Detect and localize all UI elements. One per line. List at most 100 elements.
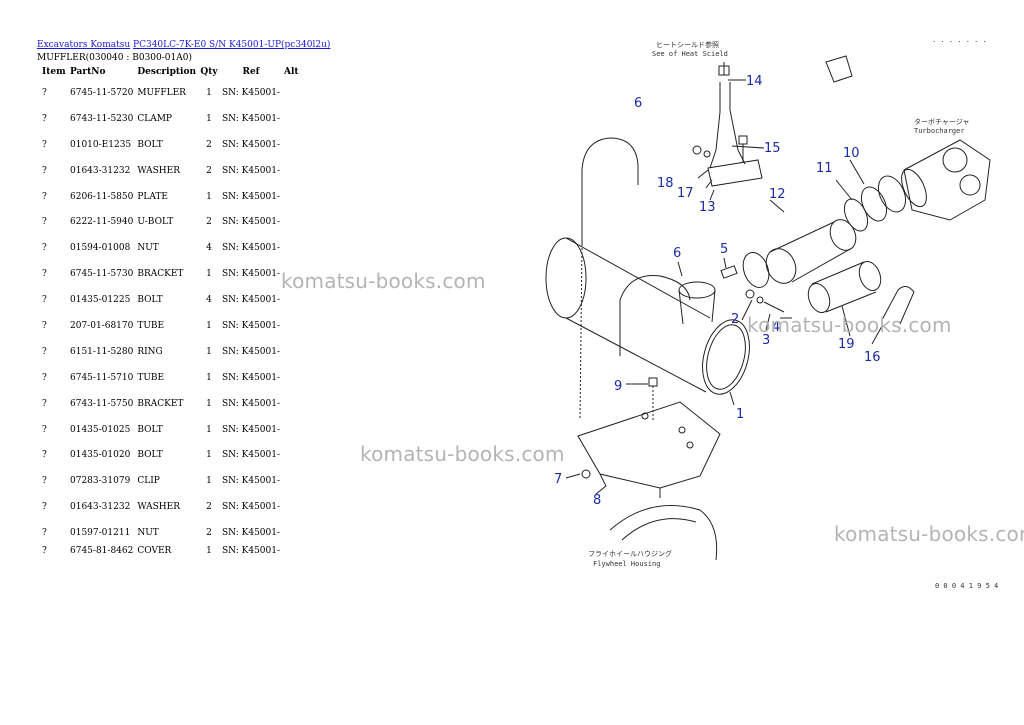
row-ref: SN: K45001- bbox=[222, 217, 281, 228]
row-description: COVER bbox=[137, 546, 172, 557]
row-ref: SN: K45001- bbox=[222, 450, 281, 461]
row-description: BOLT bbox=[137, 424, 163, 435]
direction-arrow-icon bbox=[825, 55, 853, 83]
row-ref: SN: K45001- bbox=[222, 424, 281, 435]
row-qty: 1 bbox=[206, 546, 212, 557]
row-ref: SN: K45001- bbox=[222, 113, 281, 124]
row-item: ? bbox=[42, 87, 47, 98]
row-qty: 2 bbox=[206, 217, 212, 228]
turbocharger bbox=[903, 139, 991, 221]
row-ref: SN: K45001- bbox=[222, 139, 281, 150]
row-description: BRACKET bbox=[137, 398, 184, 409]
row-description: U-BOLT bbox=[137, 217, 174, 228]
row-item: ? bbox=[42, 217, 47, 228]
row-alt bbox=[282, 106, 301, 132]
clamp-2 bbox=[742, 252, 770, 288]
row-qty: 1 bbox=[206, 346, 212, 357]
row-partno: 6222-11-5940 bbox=[70, 217, 134, 228]
row-description: BOLT bbox=[137, 139, 163, 150]
row-description: CLAMP bbox=[137, 113, 172, 124]
row-ref: SN: K45001- bbox=[222, 269, 281, 280]
row-partno: 6743-11-5750 bbox=[70, 398, 134, 409]
row-alt bbox=[282, 235, 301, 261]
row-item: ? bbox=[42, 139, 47, 150]
row-partno: 01435-01025 bbox=[70, 424, 131, 435]
row-ref: SN: K45001- bbox=[222, 476, 281, 487]
row-item: ? bbox=[42, 424, 47, 435]
u-bolt-6-upper bbox=[581, 137, 639, 244]
tube-12 bbox=[769, 221, 853, 283]
col-header-ref: Ref bbox=[242, 67, 260, 77]
row-qty: 1 bbox=[206, 476, 212, 487]
callout-15: 15 bbox=[764, 141, 781, 156]
row-ref: SN: K45001- bbox=[222, 165, 281, 176]
page-title: MUFFLER(030040 : B0300-01A0) bbox=[37, 53, 192, 63]
row-partno: 01010-E1235 bbox=[70, 139, 132, 150]
turbocharger-label-en: Turbocharger bbox=[914, 127, 965, 135]
bolt-14-head bbox=[718, 65, 730, 76]
callout-6-upper: 6 bbox=[634, 96, 642, 111]
row-partno: 6745-11-5730 bbox=[70, 269, 134, 280]
row-item: ? bbox=[42, 113, 47, 124]
bolt-9 bbox=[648, 377, 658, 387]
cover-19 bbox=[811, 261, 877, 313]
muffler-body bbox=[565, 237, 711, 393]
row-item: ? bbox=[42, 243, 47, 254]
drawing-ref-code: 0 0 0 4 1 9 5 4 bbox=[935, 582, 998, 590]
row-partno: 01597-01211 bbox=[70, 528, 131, 539]
callout-1: 1 bbox=[736, 407, 744, 422]
watermark: komatsu-books.com bbox=[747, 313, 952, 337]
breadcrumb-link-category[interactable]: Excavators Komatsu bbox=[37, 40, 131, 50]
callout-9: 9 bbox=[614, 379, 622, 394]
watermark: komatsu-books.com bbox=[834, 522, 1024, 546]
row-alt bbox=[282, 184, 301, 210]
row-item: ? bbox=[42, 295, 47, 306]
callout-3: 3 bbox=[762, 333, 770, 348]
row-partno: 6745-81-8462 bbox=[70, 546, 134, 557]
top-dots: . . . . . . . bbox=[932, 36, 987, 44]
breadcrumb-link-model[interactable]: PC340LC-7K-E0 S/N K45001-UP(pc340l2u) bbox=[133, 40, 331, 50]
callout-17: 17 bbox=[677, 186, 694, 201]
turbocharger-label-jp: ターボチャージャ bbox=[914, 117, 969, 126]
row-alt bbox=[282, 391, 301, 417]
washer-17 bbox=[703, 150, 711, 158]
row-alt bbox=[282, 468, 301, 494]
row-qty: 1 bbox=[206, 372, 212, 383]
row-alt bbox=[282, 158, 301, 184]
heat-shield-note-jp: ヒートシールド参照 bbox=[656, 40, 719, 49]
row-partno: 6743-11-5230 bbox=[70, 113, 134, 124]
bolt-3 bbox=[763, 301, 785, 313]
row-qty: 4 bbox=[206, 243, 212, 254]
row-description: TUBE bbox=[137, 372, 165, 383]
muffler-outlet bbox=[678, 281, 716, 299]
clamp-10 bbox=[860, 186, 888, 222]
callout-18: 18 bbox=[657, 176, 674, 191]
callout-4: 4 bbox=[772, 320, 780, 335]
callout-6-lower: 6 bbox=[673, 246, 681, 261]
row-qty: 1 bbox=[206, 398, 212, 409]
row-partno: 6745-11-5710 bbox=[70, 372, 134, 383]
row-partno: 6206-11-5850 bbox=[70, 191, 134, 202]
row-description: NUT bbox=[137, 243, 159, 254]
row-alt bbox=[282, 209, 301, 235]
callout-13: 13 bbox=[699, 200, 716, 215]
row-partno: 207-01-68170 bbox=[70, 320, 134, 331]
callout-11: 11 bbox=[816, 161, 833, 176]
row-description: PLATE bbox=[137, 191, 168, 202]
ring-11 bbox=[843, 198, 869, 232]
row-qty: 2 bbox=[206, 528, 212, 539]
flywheel-label-en: Flywheel Housing bbox=[593, 560, 660, 568]
row-ref: SN: K45001- bbox=[222, 320, 281, 331]
parts-table: Item PartNo Description Qty Ref Alt ?674… bbox=[34, 64, 301, 560]
callout-16: 16 bbox=[864, 350, 881, 365]
